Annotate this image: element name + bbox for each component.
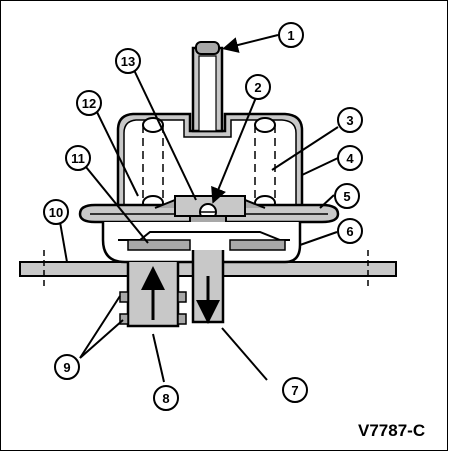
callout-12: 12	[76, 90, 102, 116]
svg-text:9: 9	[63, 360, 70, 375]
svg-text:2: 2	[254, 80, 261, 95]
callout-7: 7	[282, 377, 308, 403]
callout-10: 10	[43, 199, 69, 225]
callout-2: 2	[245, 74, 271, 100]
callout-13: 13	[115, 48, 141, 74]
fuel-inlet-port	[119, 262, 187, 328]
vacuum-port-tube	[191, 41, 224, 133]
callout-5: 5	[334, 183, 360, 209]
fuel-return-port	[191, 250, 225, 324]
callout-1: 1	[278, 22, 304, 48]
svg-text:10: 10	[49, 205, 63, 220]
svg-text:12: 12	[82, 96, 96, 111]
svg-text:4: 4	[346, 151, 354, 166]
outer-housing	[116, 112, 304, 210]
svg-text:3: 3	[346, 113, 353, 128]
callout-6: 6	[337, 218, 363, 244]
callout-4: 4	[337, 145, 363, 171]
svg-text:7: 7	[291, 383, 298, 398]
callout-8: 8	[153, 385, 179, 411]
svg-text:1: 1	[287, 28, 294, 43]
svg-text:6: 6	[346, 224, 353, 239]
callout-9: 9	[54, 354, 80, 380]
figure-id-label: V7787-C	[358, 421, 426, 440]
svg-text:5: 5	[343, 189, 350, 204]
callout-11: 11	[65, 145, 91, 171]
callout-3: 3	[337, 107, 363, 133]
spring-right	[254, 117, 276, 211]
lower-housing	[101, 222, 302, 264]
svg-text:11: 11	[71, 151, 85, 166]
valve-assembly	[174, 195, 246, 235]
svg-text:13: 13	[121, 54, 135, 69]
leader-lines	[59, 34, 339, 383]
svg-text:8: 8	[162, 391, 169, 406]
